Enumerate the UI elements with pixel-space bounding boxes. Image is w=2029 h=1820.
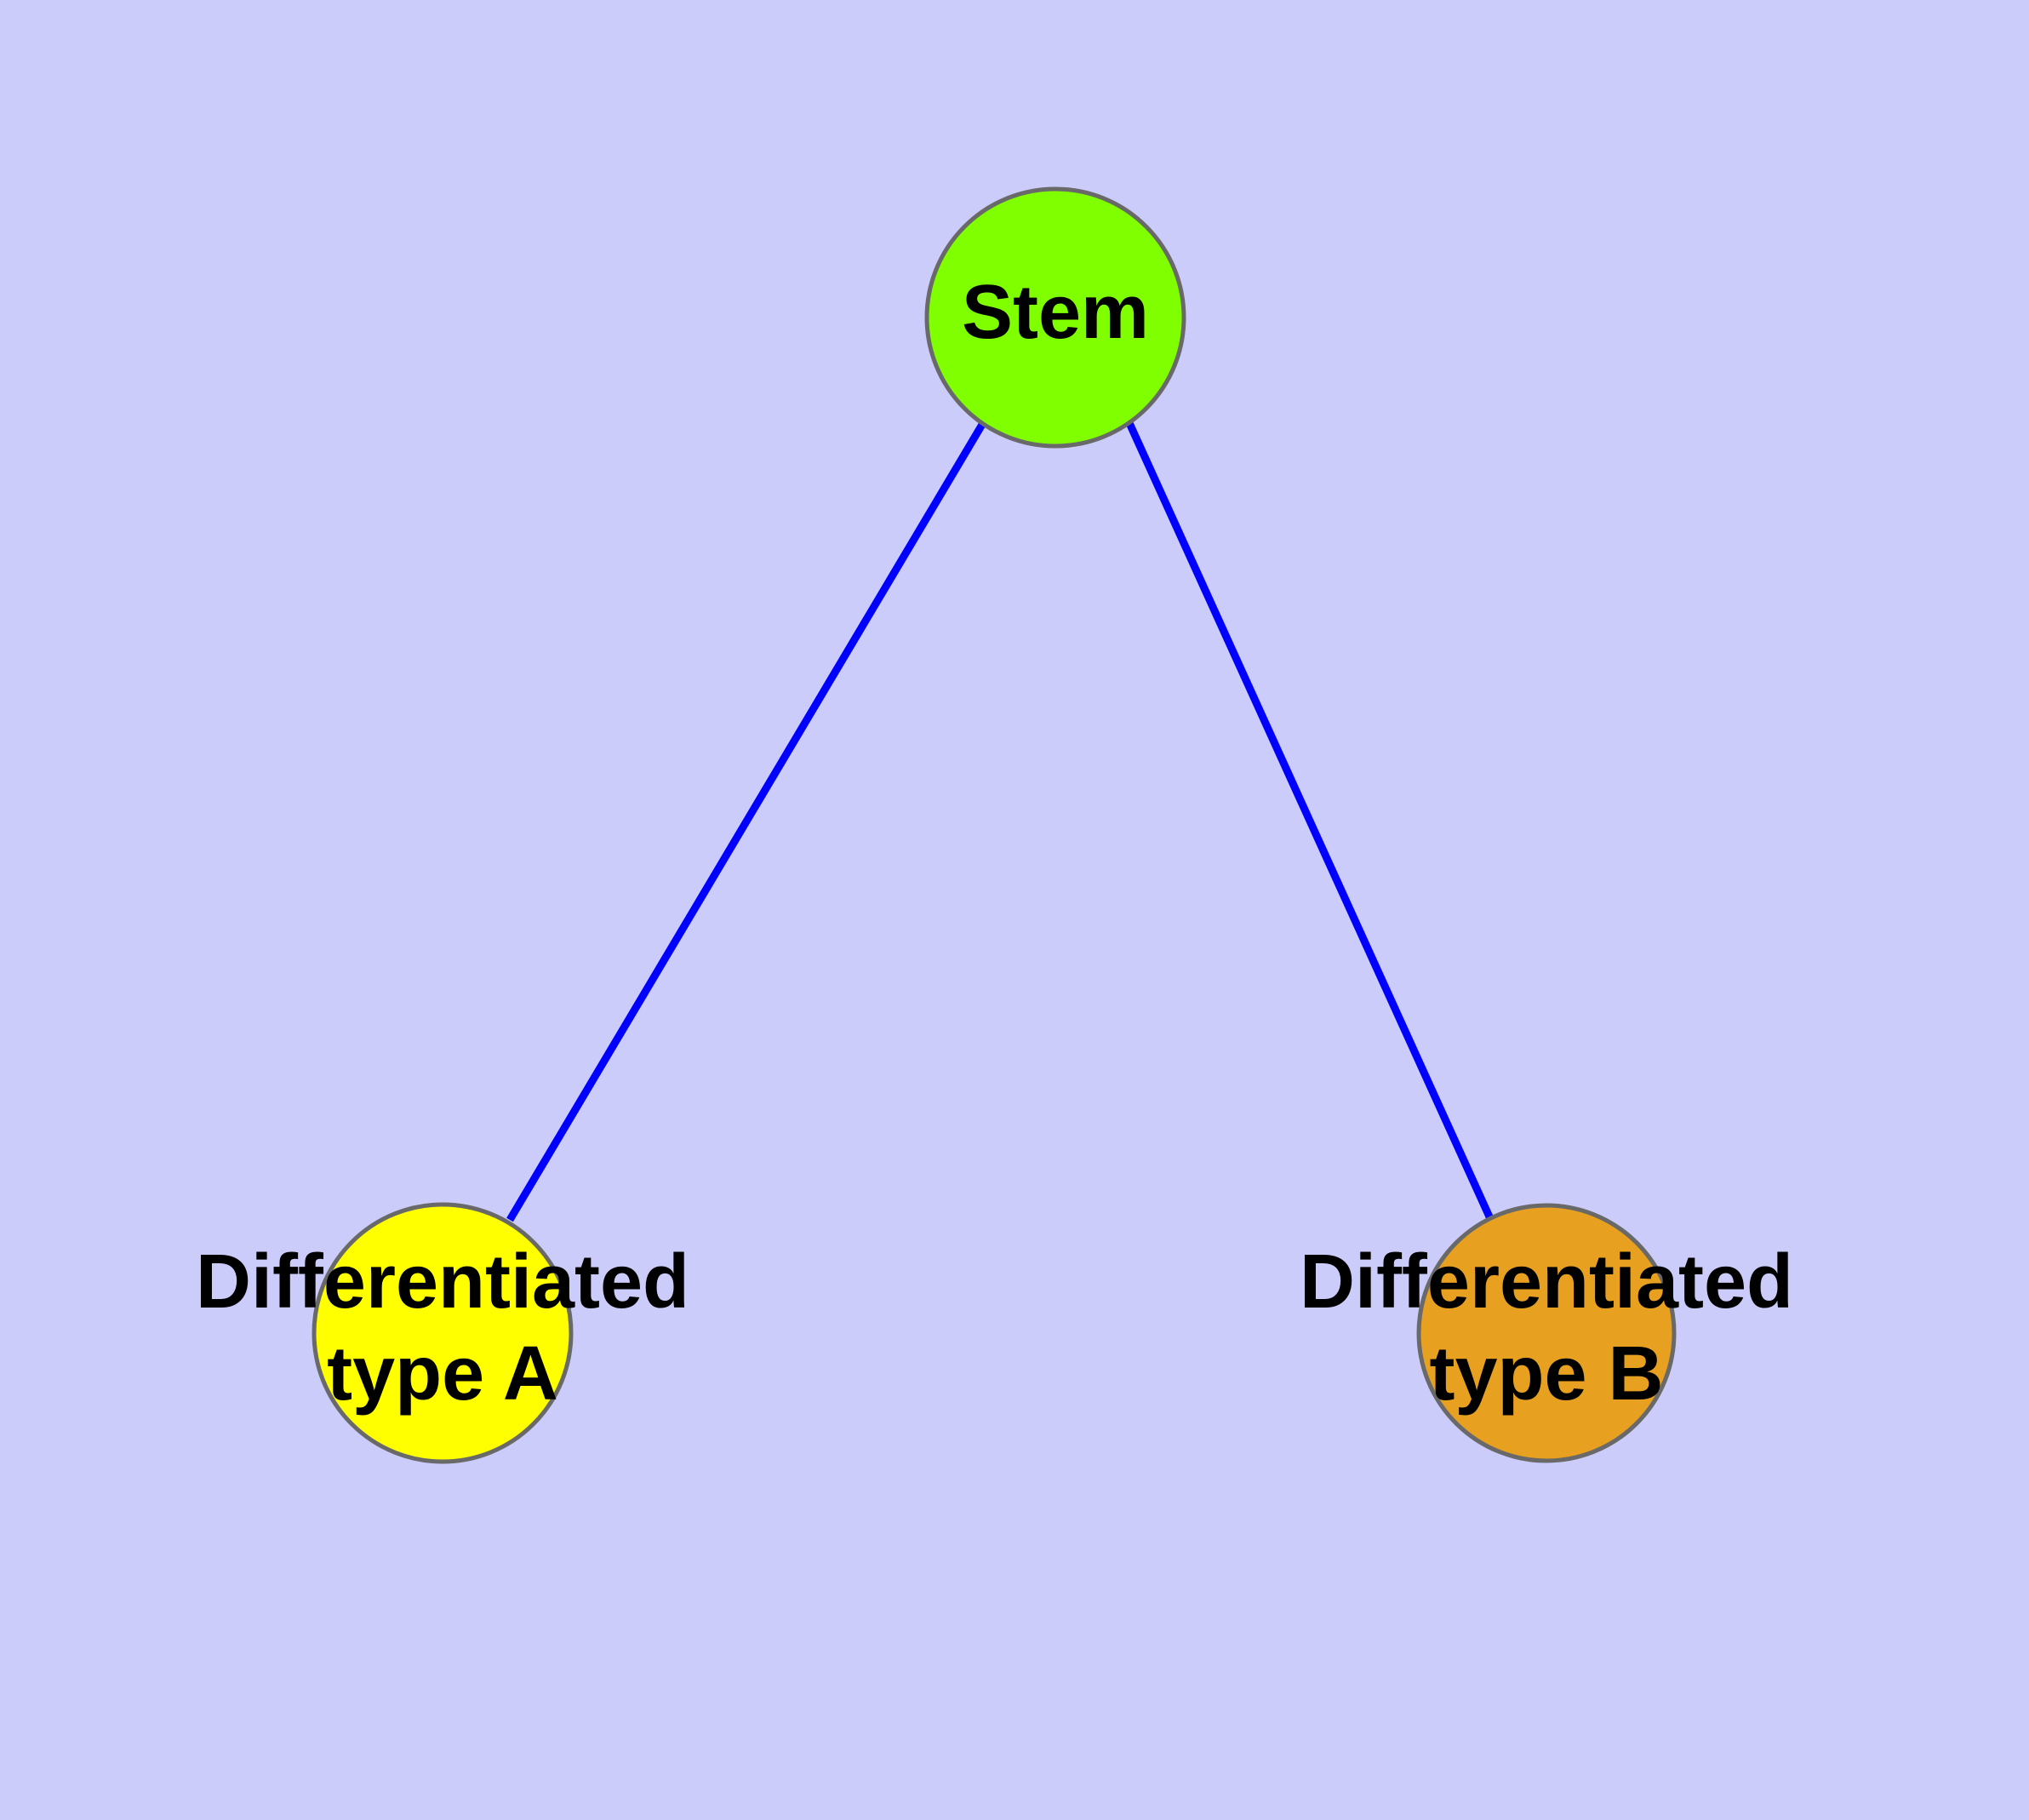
node-stem-circle[interactable] [924, 186, 1186, 449]
node-label-line: Differentiated [196, 1239, 689, 1325]
node-label-line: type B [1429, 1331, 1663, 1417]
node-label-line: type A [327, 1331, 558, 1417]
node-layer [311, 186, 1677, 1464]
node-stem-label: Stem [962, 270, 1149, 355]
node-label-line: Differentiated [1300, 1239, 1793, 1325]
edge-stem-to-differentiated-b[interactable] [1125, 421, 1496, 1224]
edge-layer [506, 421, 1496, 1224]
node-label-line: Stem [962, 270, 1149, 355]
edge-stem-to-differentiated-a[interactable] [506, 421, 986, 1222]
node-differentiated-b-circle[interactable] [1416, 1203, 1677, 1463]
node-differentiated-a-circle[interactable] [311, 1202, 574, 1464]
